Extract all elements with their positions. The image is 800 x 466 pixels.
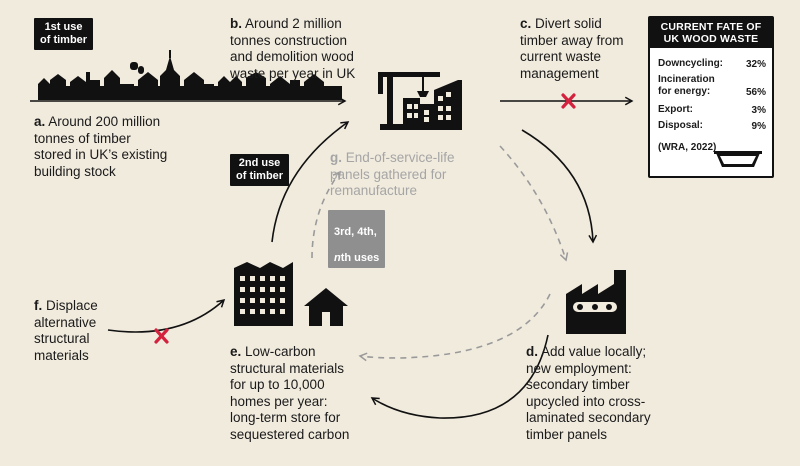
step-c: c. Divert solid timber away from current…: [520, 16, 624, 82]
step-c-letter: c.: [520, 16, 532, 31]
fate-panel-title: CURRENT FATE OF UK WOOD WASTE: [650, 18, 772, 48]
arrow-d-to-e: [372, 334, 549, 419]
nth-uses-line2: th uses: [340, 252, 380, 264]
step-b: b. Around 2 million tonnes construction …: [230, 16, 355, 82]
skip-bin-icon: [714, 151, 762, 167]
factory-icon: [566, 270, 626, 334]
dashed-arrow-d-to-e: [360, 293, 551, 358]
crane-building-icon: [378, 72, 462, 130]
step-g-letter: g.: [330, 150, 342, 165]
step-a: a. Around 200 million tonnes of timber s…: [34, 114, 167, 180]
fate-value: 9%: [751, 120, 766, 132]
step-b-letter: b.: [230, 16, 242, 31]
arrow-e-to-b: [271, 122, 348, 243]
apartment-block-icon: [234, 262, 293, 326]
nth-uses-n: n: [334, 252, 341, 264]
fate-label: Downcycling:: [658, 58, 724, 69]
dashed-arrow-e-to-g: [311, 172, 340, 259]
step-f: f. Displace alternative structural mater…: [34, 298, 98, 364]
step-d-text: Add value locally; new employment: secon…: [526, 344, 651, 442]
step-d: d. Add value locally; new employment: se…: [526, 344, 651, 443]
step-g: g. End-of-service-life panels gathered f…: [330, 150, 455, 200]
second-use-badge: 2nd use of timber: [230, 154, 290, 186]
fate-value: 56%: [745, 86, 766, 98]
fate-row-disposal: Disposal: 9%: [658, 120, 766, 132]
fate-row-downcycling: Downcycling: 32%: [658, 58, 766, 70]
cross-mark-icon: [561, 93, 576, 109]
fate-row-incineration: Incineration for energy: 56%: [658, 74, 766, 98]
nth-uses-line1: 3rd, 4th,: [334, 226, 377, 238]
arrow-c-to-d: [521, 129, 593, 242]
fate-label: Export:: [658, 104, 693, 115]
town-skyline-icon: [38, 50, 342, 100]
nth-uses-badge: 3rd, 4th, nth uses: [328, 210, 386, 268]
wood-waste-fate-panel: CURRENT FATE OF UK WOOD WASTE Downcyclin…: [648, 16, 774, 178]
step-e: e. Low-carbon structural materials for u…: [230, 344, 349, 443]
step-e-letter: e.: [230, 344, 242, 359]
house-icon: [304, 288, 348, 326]
step-f-letter: f.: [34, 298, 43, 313]
dashed-arrow-b-to-d: [499, 145, 566, 260]
step-a-letter: a.: [34, 114, 46, 129]
fate-row-export: Export: 3%: [658, 104, 766, 116]
fate-label: Incineration for energy:: [658, 74, 715, 97]
cross-mark-icon: [154, 328, 169, 344]
first-use-badge: 1st use of timber: [34, 18, 94, 50]
step-d-letter: d.: [526, 344, 538, 359]
arrow-f-to-e: [107, 300, 224, 333]
step-b-text: Around 2 million tonnes construction and…: [230, 16, 356, 81]
fate-source: (WRA, 2022): [658, 142, 717, 153]
fate-label: Disposal:: [658, 120, 704, 131]
fate-value: 32%: [745, 58, 766, 70]
step-f-text: Displace alternative structural material…: [34, 298, 98, 363]
step-g-text: End-of-service-life panels gathered for …: [330, 150, 455, 198]
step-c-text: Divert solid timber away from current wa…: [520, 16, 624, 81]
fate-value: 3%: [751, 104, 766, 116]
step-e-text: Low-carbon structural materials for up t…: [230, 344, 350, 442]
step-a-text: Around 200 million tonnes of timber stor…: [34, 114, 168, 179]
